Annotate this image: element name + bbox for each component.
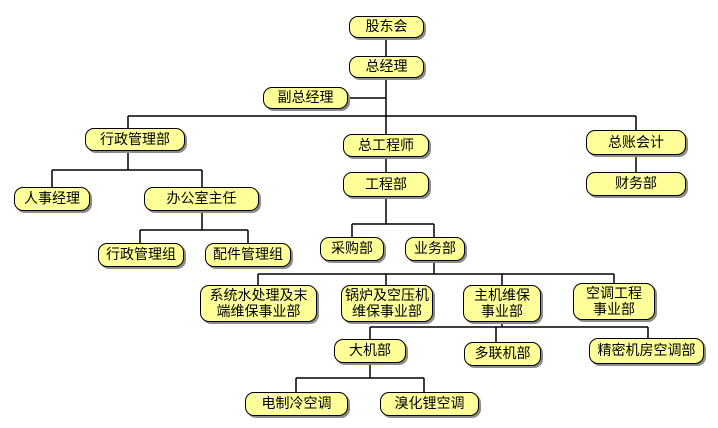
- node-boiler-compressor-maintenance: 锅炉及空压机 维保事业部: [341, 285, 433, 322]
- node-shareholders: 股东会: [349, 16, 424, 38]
- node-chief-accountant: 总账会计: [586, 130, 686, 155]
- node-hr-manager: 人事经理: [14, 187, 90, 211]
- node-lithium-bromide-ac: 溴化锂空调: [380, 392, 479, 416]
- node-admin-department: 行政管理部: [85, 128, 185, 151]
- node-purchasing-department: 采购部: [320, 237, 384, 261]
- node-main-unit-maintenance: 主机维保 事业部: [463, 285, 541, 322]
- node-engineering-department: 工程部: [343, 172, 429, 197]
- node-deputy-general-manager: 副总经理: [263, 87, 348, 109]
- node-finance-department: 财务部: [586, 172, 686, 196]
- node-precision-ac-department: 精密机房空调部: [589, 338, 704, 364]
- node-vrf-department: 多联机部: [464, 342, 541, 366]
- node-admin-group: 行政管理组: [98, 243, 184, 267]
- node-electric-chiller: 电制冷空调: [245, 392, 348, 416]
- node-office-director: 办公室主任: [144, 187, 259, 211]
- node-general-manager: 总经理: [349, 56, 424, 78]
- node-chief-engineer: 总工程师: [343, 134, 429, 157]
- node-water-treatment-maintenance: 系统水处理及末 端维保事业部: [200, 285, 317, 322]
- node-large-unit-department: 大机部: [334, 339, 406, 363]
- node-business-department: 业务部: [405, 237, 465, 261]
- node-parts-management-group: 配件管理组: [205, 243, 291, 267]
- node-ac-engineering: 空调工程 事业部: [573, 283, 655, 320]
